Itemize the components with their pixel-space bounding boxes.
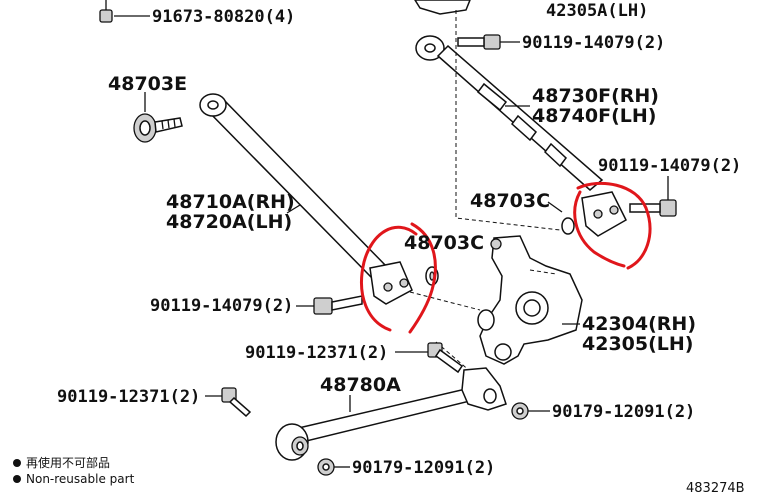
bolt-90119-14079-top xyxy=(457,34,501,50)
label-90119-14079-right: 90119-14079(2) xyxy=(598,156,741,176)
label-42305a: 42305A(LH) xyxy=(546,1,648,21)
label-48730f: 48730F(RH) xyxy=(532,85,659,107)
label-48703c-right: 48703C xyxy=(470,190,550,212)
label-48720a: 48720A(LH) xyxy=(166,211,292,233)
nut-90179-12091-bottom xyxy=(317,458,335,476)
red-circle-left xyxy=(360,222,437,334)
label-91673-80820: 91673-80820(4) xyxy=(152,7,295,27)
label-48703e: 48703E xyxy=(108,73,187,95)
bolt-90119-14079-left xyxy=(313,295,363,315)
label-90179-12091-bottom: 90179-12091(2) xyxy=(352,458,495,478)
label-48703c-left: 48703C xyxy=(404,232,484,254)
label-90119-14079-top: 90119-14079(2) xyxy=(522,33,665,53)
bolt-90119-12371-mid xyxy=(427,342,464,374)
legend-jp: 再使用不可部品 xyxy=(26,455,110,470)
toe-link-48730f xyxy=(415,35,627,237)
figure-id: 483274B xyxy=(686,481,745,496)
top-bracket-fragment xyxy=(414,0,471,15)
leader xyxy=(286,204,301,214)
bushing-48703e xyxy=(133,113,183,143)
legend-dot xyxy=(13,459,21,467)
legend-dot xyxy=(13,475,21,483)
guide-dash xyxy=(409,291,481,311)
label-48710a: 48710A(RH) xyxy=(166,191,295,213)
bolt-90119-14079-right xyxy=(629,199,677,217)
bushing-48703c-right xyxy=(561,217,575,235)
label-42305: 42305(LH) xyxy=(582,333,693,355)
label-90119-12371-left: 90119-12371(2) xyxy=(57,387,200,407)
label-42304: 42304(RH) xyxy=(582,313,696,335)
label-90179-12091-right: 90179-12091(2) xyxy=(552,402,695,422)
guide-dash xyxy=(435,341,479,379)
red-circle-right xyxy=(573,181,652,270)
leader xyxy=(547,201,563,213)
label-48780a: 48780A xyxy=(320,374,401,396)
bolt-91673 xyxy=(99,0,113,23)
legend-en: Non-reusable part xyxy=(26,472,135,486)
lower-arm-48780a xyxy=(275,367,507,461)
nut-90179-12091-right xyxy=(511,402,529,420)
upper-arm-48710a xyxy=(199,93,413,305)
label-48740f: 48740F(LH) xyxy=(532,105,656,127)
label-90119-14079-left: 90119-14079(2) xyxy=(150,296,293,316)
bolt-90119-12371-left xyxy=(221,387,252,418)
knuckle-42304 xyxy=(477,235,583,365)
label-90119-12371-mid: 90119-12371(2) xyxy=(245,343,388,363)
